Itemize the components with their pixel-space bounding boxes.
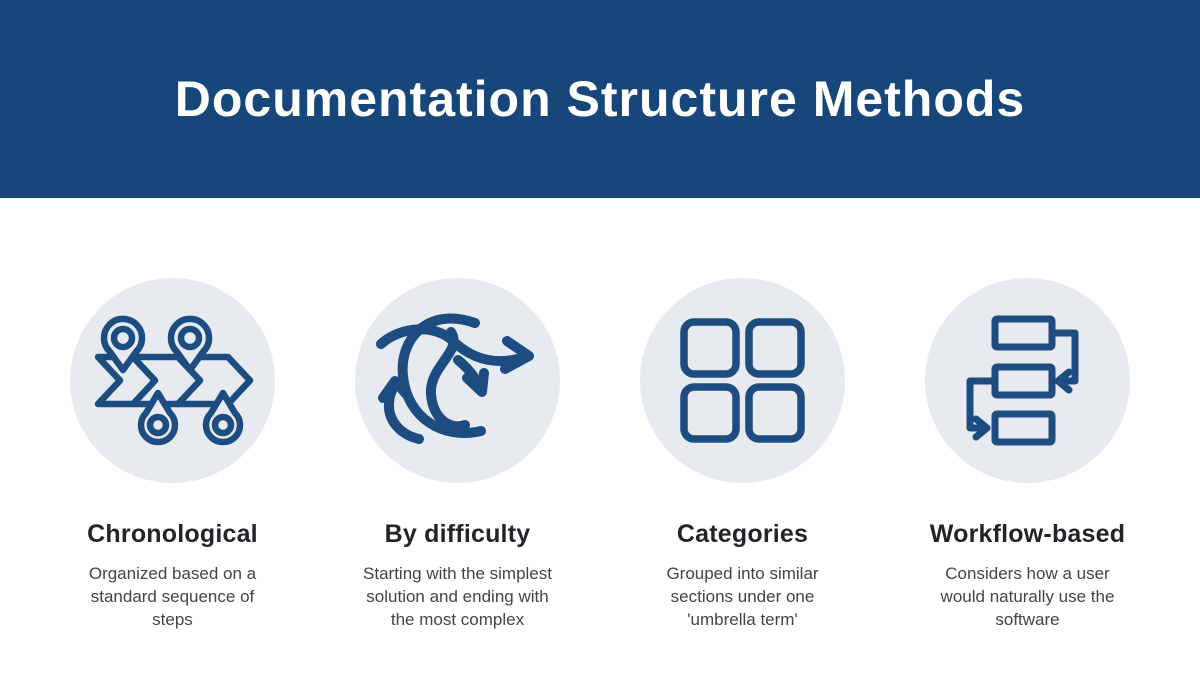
method-title: Workflow-based <box>929 520 1126 548</box>
icon-circle <box>70 278 275 483</box>
icon-circle <box>640 278 845 483</box>
header-banner: Documentation Structure Methods <box>0 0 1200 198</box>
method-description: Considers how a user would naturally use… <box>940 564 1115 629</box>
method-card-by-difficulty: By difficulty Starting with the simplest… <box>315 278 600 631</box>
method-description: Grouped into similar sections under one … <box>666 564 819 629</box>
method-card-workflow-based: Workflow-based Considers how a user woul… <box>885 278 1170 631</box>
grid-squares-icon <box>680 318 805 443</box>
methods-row: Chronological Organized based on a stand… <box>30 278 1170 631</box>
method-description: Organized based on a standard sequence o… <box>88 564 257 629</box>
icon-circle <box>355 278 560 483</box>
timeline-pins-icon <box>94 315 254 446</box>
method-card-categories: Categories Grouped into similar sections… <box>600 278 885 631</box>
method-title: Categories <box>676 520 809 548</box>
flowchart-icon <box>966 315 1079 446</box>
method-title: Chronological <box>87 520 258 548</box>
page-title: Documentation Structure Methods <box>174 71 1026 127</box>
tangled-arrows-icon <box>376 313 534 444</box>
icon-circle <box>925 278 1130 483</box>
method-description: Starting with the simplest solution and … <box>363 564 552 629</box>
method-card-chronological: Chronological Organized based on a stand… <box>30 278 315 631</box>
method-title: By difficulty <box>384 520 531 548</box>
